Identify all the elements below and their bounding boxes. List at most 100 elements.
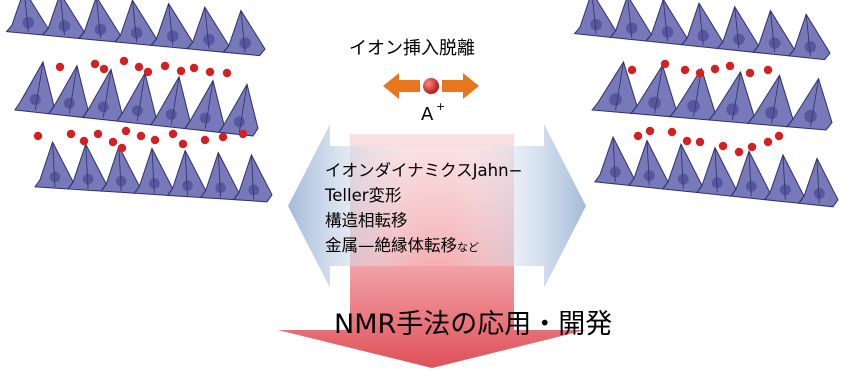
ion-dot (660, 59, 670, 69)
metal-center (745, 180, 757, 192)
ion-dot (99, 64, 109, 74)
effect-item: イオンダイナミクスJahn− (325, 161, 523, 180)
metal-center (215, 182, 226, 194)
ion-dot (93, 129, 103, 139)
effect-item: Teller変形 (325, 186, 402, 205)
ion-dot (710, 64, 720, 74)
metal-center (804, 41, 817, 53)
ion-dot (763, 65, 773, 75)
octahedron (609, 0, 653, 42)
effect-item: 構造相転移 (325, 211, 408, 230)
metal-center (22, 16, 35, 29)
octahedron (218, 82, 259, 137)
metal-center (82, 173, 94, 185)
ion-dot (222, 68, 232, 78)
metal-center (609, 166, 621, 178)
diagram-title: イオン挿入脱離 (349, 38, 475, 59)
octahedron (150, 75, 191, 130)
ion-dot (66, 129, 76, 139)
effect-item-last: 金属—絶縁体転移など (325, 233, 522, 260)
ion-dot (645, 126, 655, 136)
metal-center (167, 30, 179, 42)
ion-dot (117, 143, 127, 153)
octahedron (184, 79, 225, 133)
effect-suffix: など (457, 241, 479, 254)
metal-center (711, 177, 723, 189)
ion-dot (718, 141, 728, 151)
ion-dot (763, 137, 773, 147)
ion-dot (33, 131, 43, 141)
metal-center (233, 116, 245, 128)
metal-center (248, 184, 260, 196)
octahedron (116, 71, 157, 126)
ion-dot (136, 131, 146, 141)
ion-dot (90, 59, 100, 69)
octahedron (680, 1, 724, 49)
metal-center (626, 22, 638, 34)
metal-center (813, 187, 825, 199)
ion-dot (143, 67, 153, 77)
octahedron (48, 64, 89, 118)
metal-center (182, 180, 193, 191)
metal-center (726, 103, 739, 116)
right-layer-top (573, 0, 831, 61)
ion-dot (725, 61, 735, 71)
ion-dot (189, 63, 199, 73)
cation-charge: + (436, 100, 446, 113)
ion-dot (55, 62, 65, 72)
metal-center (804, 109, 817, 123)
left-ions (33, 56, 248, 153)
ion-dot (667, 127, 677, 137)
octahedron (114, 0, 158, 46)
octahedron (645, 0, 688, 46)
ion-dot (627, 65, 637, 75)
metal-center (239, 37, 251, 49)
ion-dot (168, 129, 178, 139)
cation-label: A (421, 104, 434, 125)
octahedron (787, 13, 831, 61)
metal-center (203, 33, 215, 46)
metal-center (130, 27, 143, 39)
metal-center (677, 173, 689, 185)
octahedron (222, 9, 266, 57)
ion-dot (108, 137, 118, 147)
ion-dot (745, 68, 755, 78)
metal-center (63, 97, 75, 109)
right-ions (627, 59, 784, 157)
ion-dot (150, 135, 160, 145)
octahedron (77, 0, 122, 43)
left-orange-arrow (383, 73, 420, 99)
metal-center (49, 171, 61, 183)
metal-center (648, 96, 661, 110)
octahedron (752, 9, 795, 57)
ion-dot (747, 142, 757, 152)
octahedron (716, 5, 760, 53)
octahedron (82, 68, 123, 122)
ion-dot (682, 136, 692, 146)
metal-center (29, 94, 41, 105)
metal-center (609, 93, 622, 106)
effects-list: イオンダイナミクスJahn− Teller変形 構造相転移 金属—絶縁体転移など (325, 158, 522, 260)
metal-center (779, 184, 791, 196)
metal-center (165, 108, 177, 120)
ion-dot (238, 129, 248, 139)
left-layer-bottom (34, 140, 273, 203)
octahedron (786, 77, 833, 131)
metal-center (687, 99, 700, 113)
metal-center (590, 18, 602, 31)
octahedron (573, 0, 617, 38)
ion-dot (774, 131, 784, 141)
metal-center (94, 23, 107, 36)
metal-center (697, 29, 709, 42)
octahedron (186, 5, 230, 53)
right-layer-middle (591, 60, 833, 131)
metal-center (58, 20, 71, 32)
ion-dot (176, 66, 186, 76)
ion-dot (633, 131, 643, 141)
metal-center (765, 106, 778, 120)
metal-center (115, 175, 127, 187)
ion-dot (205, 67, 215, 77)
ion-dot (160, 61, 170, 71)
